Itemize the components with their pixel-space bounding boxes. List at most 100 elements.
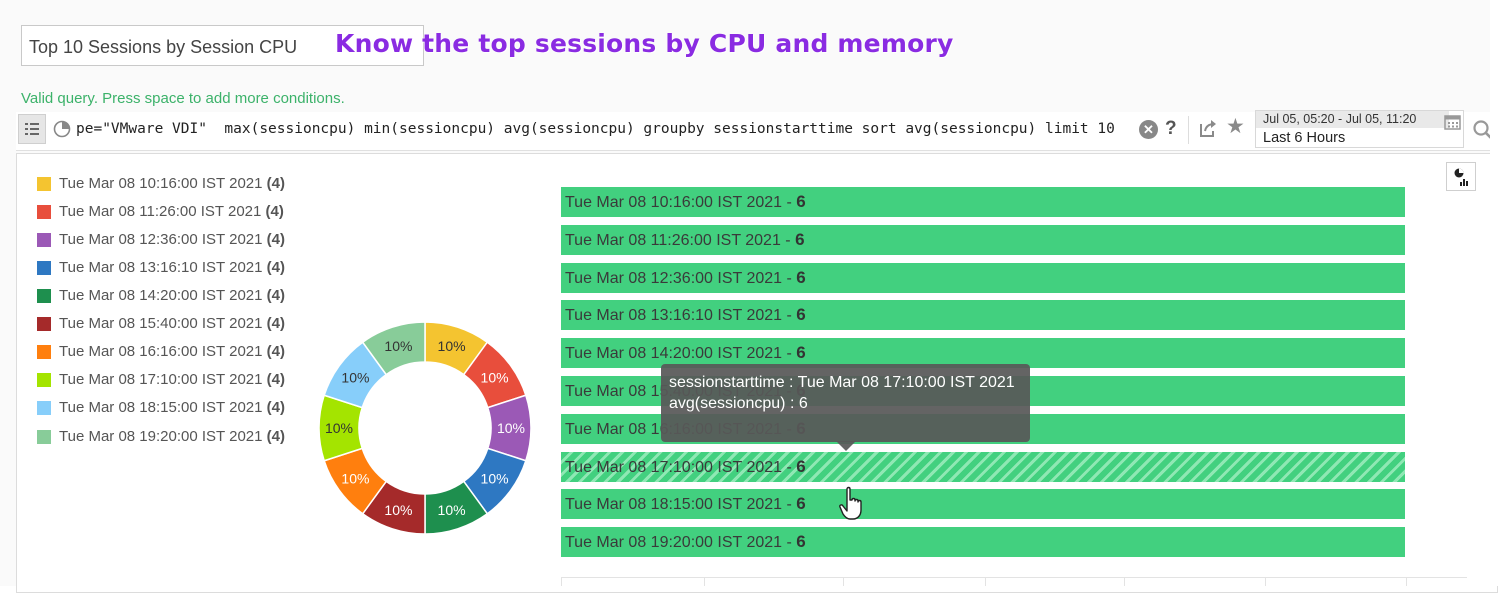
bar-category-text: Tue Mar 08 18:15:00 IST 2021 - — [565, 496, 797, 514]
legend-count: (4) — [266, 371, 285, 388]
star-icon: ★ — [1226, 115, 1245, 138]
bar[interactable]: Tue Mar 08 11:26:00 IST 2021 - 6 — [561, 224, 1405, 255]
bar-value-text: 6 — [796, 305, 806, 325]
legend-label: Tue Mar 08 17:10:00 IST 2021 (4) — [59, 371, 285, 388]
x-axis-line — [561, 577, 1467, 578]
donut-slice[interactable] — [361, 321, 426, 376]
legend-label: Tue Mar 08 18:15:00 IST 2021 (4) — [59, 399, 285, 416]
query-bar: pe="VMware VDI" max(sessioncpu) min(sess… — [16, 110, 1498, 151]
donut-slice-label: 10% — [341, 471, 369, 487]
donut-chart: 10%10%10%10%10%10%10%10%10%10% — [318, 321, 532, 535]
hand-cursor-icon — [839, 486, 862, 520]
donut-slice-label: 10% — [481, 471, 509, 487]
pie-chart-icon — [53, 120, 71, 138]
legend-swatch — [37, 233, 51, 247]
legend-text: Tue Mar 08 19:20:00 IST 2021 — [59, 428, 263, 445]
legend-label: Tue Mar 08 19:20:00 IST 2021 (4) — [59, 428, 285, 445]
toolbar-divider — [1188, 116, 1189, 144]
bar[interactable]: Tue Mar 08 18:15:00 IST 2021 - 6 — [561, 489, 1405, 520]
bar-category-text: Tue Mar 08 10:16:00 IST 2021 - — [565, 194, 797, 211]
report-title: Top 10 Sessions by Session CPU — [29, 37, 298, 57]
bar[interactable]: Tue Mar 08 10:16:00 IST 2021 - 6 — [561, 187, 1405, 217]
donut-slice-label: 10% — [341, 369, 369, 385]
time-range-picker[interactable]: Jul 05, 05:20 - Jul 05, 11:20 Last 6 Hou… — [1255, 110, 1464, 148]
legend-text: Tue Mar 08 16:16:00 IST 2021 — [59, 343, 263, 360]
x-axis-tick — [704, 577, 705, 586]
x-axis-tick — [985, 577, 986, 586]
legend-swatch — [37, 430, 51, 444]
help-button[interactable]: ? — [1165, 118, 1177, 140]
bar-label: Tue Mar 08 18:15:00 IST 2021 - 6 — [565, 494, 806, 514]
help-icon: ? — [1165, 118, 1177, 139]
legend-label: Tue Mar 08 13:16:10 IST 2021 (4) — [59, 259, 285, 276]
bar[interactable]: Tue Mar 08 14:20:00 IST 2021 - 6 — [561, 338, 1405, 369]
donut-slice-label: 10% — [384, 502, 412, 518]
time-range-preset: Last 6 Hours — [1263, 130, 1346, 146]
bar[interactable]: Tue Mar 08 17:10:00 IST 2021 - 6 — [561, 451, 1405, 482]
chart-tooltip: sessionstarttime : Tue Mar 08 17:10:00 I… — [661, 364, 1030, 442]
pie-view-button[interactable] — [48, 114, 76, 144]
bar-category-text: Tue Mar 08 17:10:00 IST 2021 - — [565, 458, 797, 476]
bar-label: Tue Mar 08 12:36:00 IST 2021 - 6 — [565, 268, 806, 288]
donut-slice-label: 10% — [438, 502, 466, 518]
x-axis-tick — [1265, 577, 1266, 586]
bar-label: Tue Mar 08 13:16:10 IST 2021 - 6 — [565, 305, 806, 325]
bar[interactable]: Tue Mar 08 19:20:00 IST 2021 - 6 — [561, 527, 1405, 558]
bar-label: Tue Mar 08 19:20:00 IST 2021 - 6 — [565, 532, 806, 552]
share-button[interactable] — [1197, 118, 1219, 140]
bar-value-text: 6 — [796, 494, 806, 514]
donut-slice-label: 10% — [325, 420, 353, 436]
calendar-icon[interactable] — [1444, 114, 1461, 130]
query-input[interactable]: pe="VMware VDI" max(sessioncpu) min(sess… — [76, 121, 1115, 137]
clear-icon: ✕ — [1143, 122, 1154, 137]
bar-value-text: 6 — [796, 267, 806, 287]
chart-type-icon — [1454, 168, 1468, 186]
legend-swatch — [37, 205, 51, 219]
report-title-field[interactable]: Top 10 Sessions by Session CPU — [21, 25, 424, 66]
legend-count: (4) — [266, 399, 285, 416]
legend-count: (4) — [266, 175, 285, 192]
bar-label: Tue Mar 08 17:10:00 IST 2021 - 6 — [565, 457, 806, 477]
list-view-button[interactable] — [18, 114, 46, 144]
x-axis-tick — [843, 577, 844, 586]
clear-query-button[interactable]: ✕ — [1139, 120, 1158, 139]
tooltip-line-1: sessionstarttime : Tue Mar 08 17:10:00 I… — [669, 374, 1015, 391]
legend-text: Tue Mar 08 15:40:00 IST 2021 — [59, 315, 263, 332]
legend-label: Tue Mar 08 16:16:00 IST 2021 (4) — [59, 343, 285, 360]
bar-value-text: 6 — [796, 532, 806, 552]
chart-type-toggle-button[interactable] — [1446, 162, 1476, 191]
bar-label: Tue Mar 08 10:16:00 IST 2021 - 6 — [565, 192, 806, 212]
tooltip-line-2: avg(sessioncpu) : 6 — [669, 395, 808, 412]
legend-text: Tue Mar 08 14:20:00 IST 2021 — [59, 287, 263, 304]
legend-text: Tue Mar 08 18:15:00 IST 2021 — [59, 399, 263, 416]
legend-label: Tue Mar 08 11:26:00 IST 2021 (4) — [59, 203, 284, 220]
tooltip-arrow — [836, 441, 856, 451]
bar[interactable]: Tue Mar 08 12:36:00 IST 2021 - 6 — [561, 262, 1405, 293]
bar-label: Tue Mar 08 14:20:00 IST 2021 - 6 — [565, 343, 806, 363]
legend-swatch — [37, 401, 51, 415]
donut-slice-label: 10% — [384, 338, 412, 354]
bar-value-text: 6 — [796, 192, 806, 211]
promo-banner: Know the top sessions by CPU and memory — [335, 29, 954, 58]
favorite-button[interactable]: ★ — [1226, 114, 1245, 139]
legend-label: Tue Mar 08 14:20:00 IST 2021 (4) — [59, 287, 285, 304]
legend-text: Tue Mar 08 12:36:00 IST 2021 — [59, 231, 263, 248]
legend-text: Tue Mar 08 11:26:00 IST 2021 — [59, 203, 262, 220]
bar-value-text: 6 — [796, 343, 806, 363]
legend-swatch — [37, 261, 51, 275]
x-axis-tick — [1124, 577, 1125, 586]
bar-value-text: 6 — [796, 456, 806, 476]
legend-swatch — [37, 289, 51, 303]
legend-count: (4) — [266, 287, 285, 304]
legend-text: Tue Mar 08 13:16:10 IST 2021 — [59, 259, 263, 276]
bar[interactable]: Tue Mar 08 13:16:10 IST 2021 - 6 — [561, 300, 1405, 331]
donut-slice-label: 10% — [481, 369, 509, 385]
share-icon — [1200, 120, 1216, 137]
legend-count: (4) — [266, 259, 285, 276]
bar-category-text: Tue Mar 08 12:36:00 IST 2021 - — [565, 269, 797, 287]
bar-label: Tue Mar 08 11:26:00 IST 2021 - 6 — [565, 230, 805, 250]
x-axis-tick — [1406, 577, 1407, 586]
legend-swatch — [37, 373, 51, 387]
bar-category-text: Tue Mar 08 13:16:10 IST 2021 - — [565, 307, 797, 325]
